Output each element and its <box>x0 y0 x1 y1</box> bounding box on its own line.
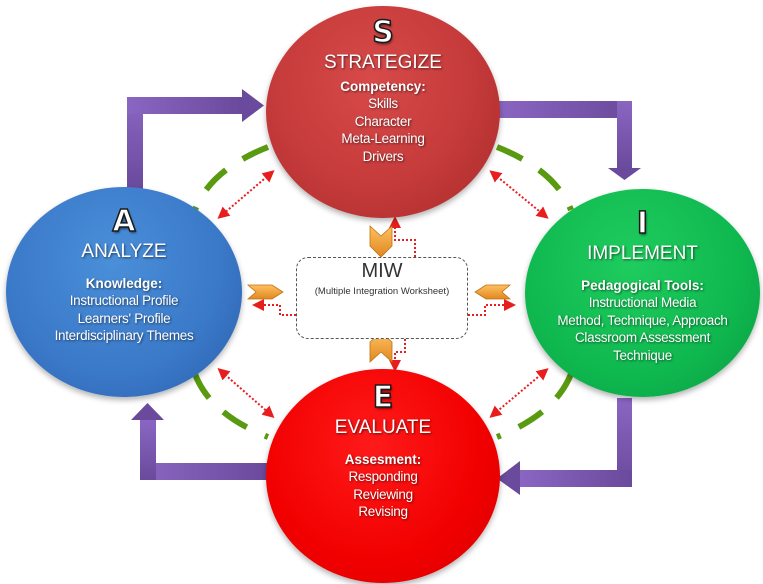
miw-title: MIW <box>361 260 403 282</box>
node-strategize: S STRATEGIZE Competency: Skills Characte… <box>266 6 500 218</box>
node-item: Classroom Assessment <box>574 330 711 345</box>
node-item: Reviewing <box>353 486 413 502</box>
node-title: ANALYZE <box>81 241 167 262</box>
chevron-icon-down <box>369 225 393 258</box>
chevron-icon-right <box>246 284 284 300</box>
node-letter: A <box>112 204 137 239</box>
miw-subtitle: (Multiple Integration Worksheet) <box>314 286 450 297</box>
node-title: STRATEGIZE <box>324 52 442 73</box>
miw-box: MIW (Multiple Integration Worksheet) <box>296 257 468 339</box>
node-implement: I IMPLEMENT Pedagogical Tools: Instructi… <box>525 189 760 397</box>
node-title: EVALUATE <box>334 417 432 438</box>
node-item: Meta-Learning <box>341 131 425 146</box>
flow-arrow-strategize-to-implement <box>498 101 641 180</box>
node-item: Instructional Profile <box>69 293 179 308</box>
node-item: Revising <box>358 504 408 519</box>
node-evaluate: E EVALUATE Assesment: Responding Reviewi… <box>266 369 500 583</box>
node-letter: I <box>636 206 649 241</box>
node-subhead: Competency: <box>340 79 426 94</box>
node-analyze: A ANALYZE Knowledge: Instructional Profi… <box>6 187 242 397</box>
feedback-arrows <box>217 170 549 418</box>
chevron-icon-up <box>369 331 393 363</box>
flow-arrow-analyze-to-strategize <box>127 89 264 189</box>
node-item: Interdisciplinary Themes <box>54 328 194 343</box>
node-letter: S <box>371 15 394 50</box>
node-item: Technique <box>613 347 672 363</box>
node-subhead: Pedagogical Tools: <box>581 278 704 293</box>
node-item: Drivers <box>362 148 404 164</box>
node-subhead: Assesment: <box>344 452 422 467</box>
node-item: Responding <box>348 469 418 484</box>
node-item: Method, Technique, Approach <box>557 312 728 328</box>
flow-arrow-evaluate-to-analyze <box>131 403 268 480</box>
node-title: IMPLEMENT <box>587 243 698 264</box>
node-item: Instructional Media <box>588 295 697 310</box>
node-letter: E <box>372 380 394 415</box>
node-item: Learners' Profile <box>77 310 171 326</box>
node-subhead: Knowledge: <box>85 276 163 291</box>
node-item: Character <box>354 113 412 129</box>
node-item: Skills <box>368 96 398 111</box>
flow-arrow-implement-to-evaluate <box>497 398 632 495</box>
chevron-icon-left <box>474 284 512 300</box>
